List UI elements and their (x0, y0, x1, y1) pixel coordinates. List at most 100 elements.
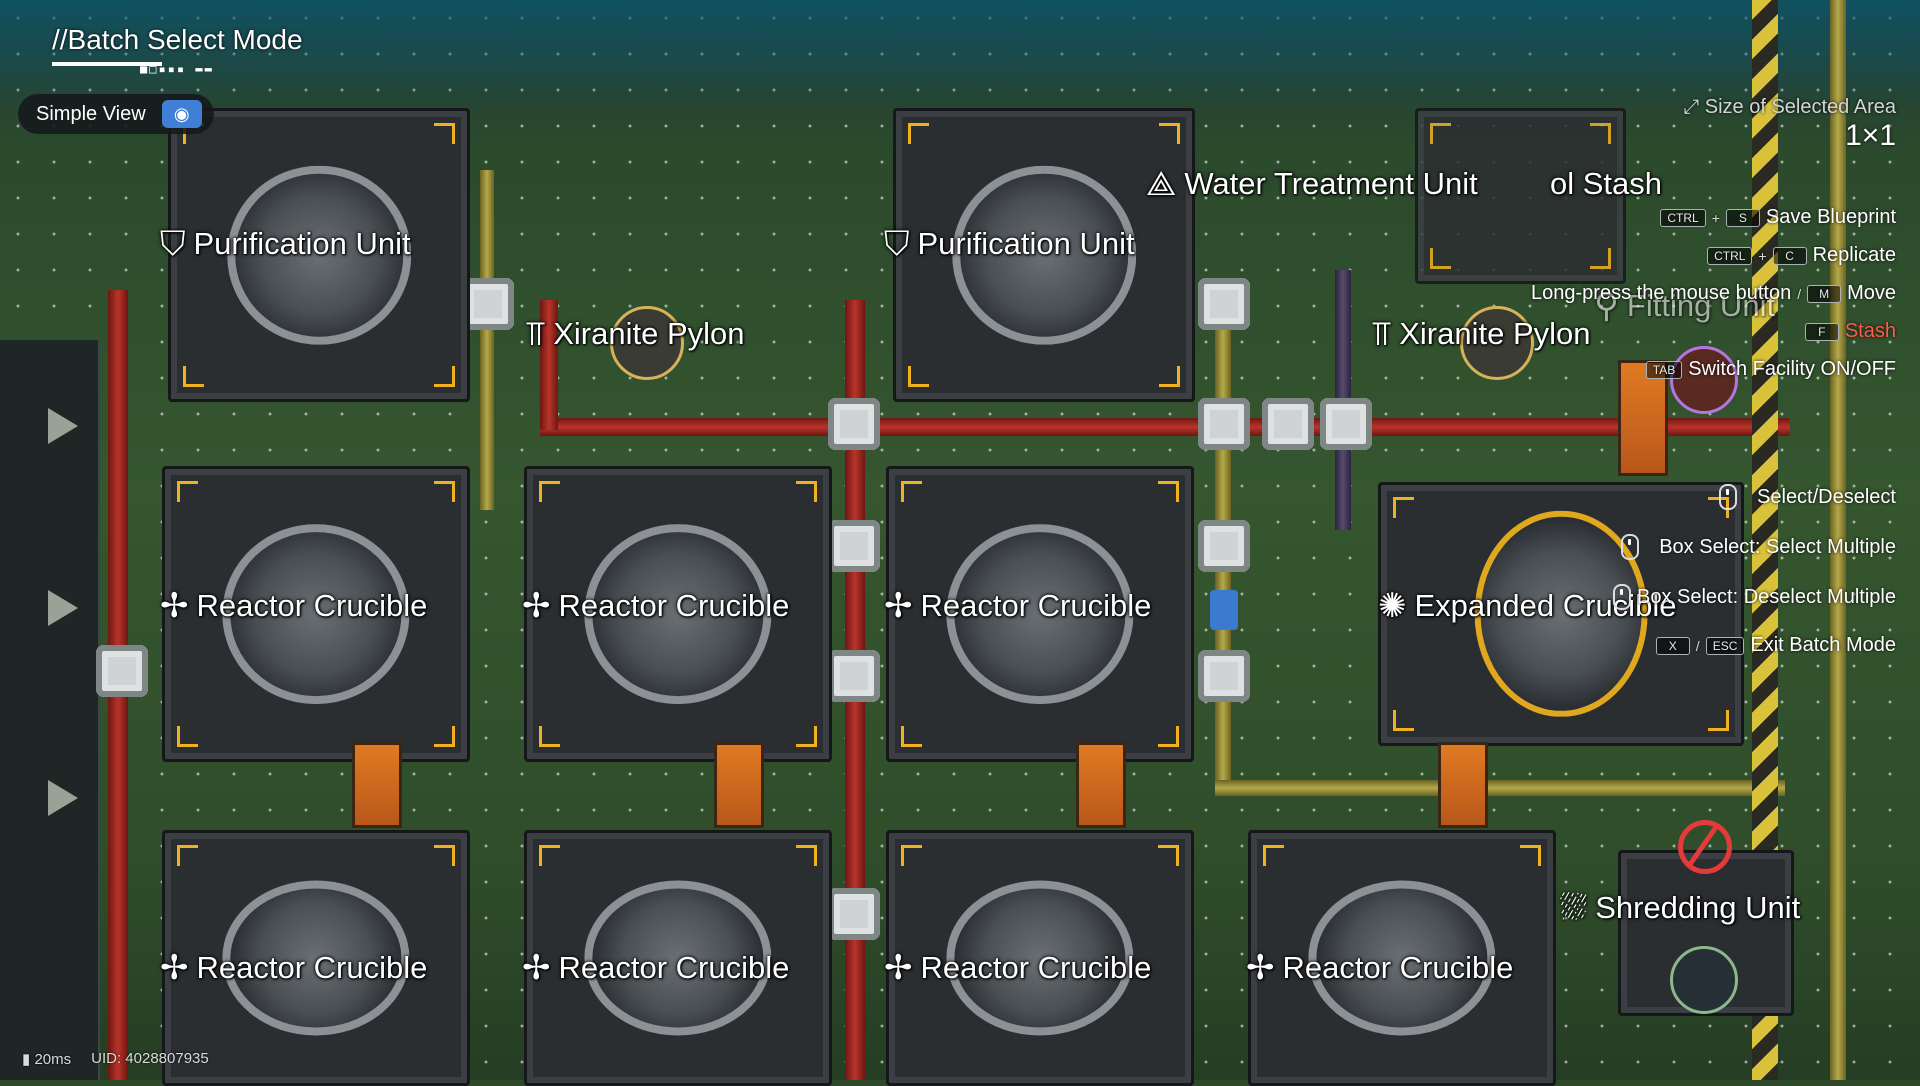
shortcut-select-deselect[interactable]: Select/Deselect (1719, 484, 1896, 510)
purification-unit-1[interactable] (168, 108, 470, 402)
purification-icon: ⛉ (160, 225, 186, 263)
output-porter[interactable] (1438, 742, 1488, 828)
latency-indicator: ▮ 20ms (22, 1051, 72, 1068)
water-treatment-icon: ⟁ (1146, 165, 1177, 203)
label-reactor-crucible-3: ✢ Reactor Crucible (884, 588, 1151, 624)
key-ctrl: CTRL (1660, 208, 1706, 227)
eye-off-icon: ◉ (161, 100, 202, 128)
reactor-crucible-4[interactable] (162, 830, 470, 1086)
pipe-junction[interactable] (1198, 398, 1250, 450)
output-porter[interactable] (352, 742, 402, 828)
pylon-icon: ⫪ (1372, 315, 1392, 353)
pipe-junction[interactable] (1198, 278, 1250, 330)
label-fitting-unit: ⚲ Fitting Unit (1594, 288, 1775, 324)
reactor-crucible-1[interactable] (162, 466, 470, 762)
box-select-label: Box Select: Select Multiple (1659, 535, 1896, 558)
pipe-junction[interactable] (828, 888, 880, 940)
key-m: M (1807, 284, 1842, 303)
reactor-crucible-name: Reactor Crucible (920, 588, 1152, 623)
pipe-junction[interactable] (1262, 398, 1314, 450)
pipe-junction[interactable] (828, 520, 880, 572)
output-porter[interactable] (1076, 742, 1126, 828)
selected-area-size: ⤢ Size of Selected Area 1×1 (1683, 96, 1896, 153)
key-tab: TAB (1645, 360, 1683, 379)
reactor-icon: ✢ (884, 587, 913, 625)
reactor-crucible-name: Reactor Crucible (1282, 950, 1514, 985)
label-reactor-crucible-5: ✢ Reactor Crucible (522, 950, 789, 986)
purification-unit-name: Purification Unit (193, 226, 411, 261)
label-purification-unit-1: ⛉ Purification Unit (160, 226, 411, 262)
reactor-crucible-name: Reactor Crucible (196, 588, 428, 623)
disabled-icon (1678, 820, 1732, 874)
status-bar: ▮ 20ms UID: 4028807935 (22, 1050, 209, 1068)
reactor-crucible-6[interactable] (886, 830, 1194, 1086)
reactor-icon: ✢ (522, 949, 551, 987)
pipe-junction[interactable] (96, 645, 148, 697)
mouse-right-drag-icon (1612, 584, 1631, 610)
fitting-icon: ⚲ (1594, 287, 1619, 325)
reactor-icon: ✢ (1246, 949, 1275, 987)
pipe-junction[interactable] (1198, 520, 1250, 572)
blue-valve (1210, 590, 1238, 630)
shortcut-switch-facility[interactable]: TAB Switch Facility ON/OFF (1645, 358, 1896, 381)
shredding-unit-name: Shredding Unit (1595, 890, 1801, 925)
reactor-icon: ✢ (160, 587, 189, 625)
fitting-unit-slot[interactable] (1670, 346, 1738, 414)
key-x: X (1655, 636, 1690, 655)
label-xiranite-pylon-1: ⫪ Xiranite Pylon (526, 316, 745, 352)
shortcut-stash[interactable]: F Stash (1804, 320, 1896, 343)
shredding-slot[interactable] (1670, 946, 1738, 1014)
key-ctrl: CTRL (1707, 246, 1753, 265)
switch-facility-label: Switch Facility ON/OFF (1688, 358, 1896, 380)
stash-overlay-name: ol Stash (1550, 166, 1663, 201)
mouse-left-icon (1719, 484, 1738, 510)
label-expanded-crucible: ✺ Expanded Crucible (1378, 588, 1676, 624)
shortcut-exit-batch[interactable]: X / ESC Exit Batch Mode (1655, 634, 1896, 657)
shortcut-replicate[interactable]: CTRL + C Replicate (1707, 244, 1896, 267)
exit-batch-label: Exit Batch Mode (1750, 634, 1896, 656)
uid-text: UID: 4028807935 (91, 1050, 209, 1067)
reactor-icon: ✢ (884, 949, 913, 987)
reactor-icon: ✢ (522, 587, 551, 625)
pipe-junction[interactable] (462, 278, 514, 330)
move-prefix: Long-press the mouse button (1531, 282, 1792, 304)
water-treatment-unit[interactable] (1415, 108, 1626, 284)
reactor-crucible-name: Reactor Crucible (196, 950, 428, 985)
red-pipe (540, 300, 558, 430)
label-reactor-crucible-2: ✢ Reactor Crucible (522, 588, 789, 624)
shortcut-save-blueprint[interactable]: CTRL + S Save Blueprint (1660, 206, 1896, 229)
shortcut-move[interactable]: Long-press the mouse button / M Move (1531, 282, 1896, 304)
reactor-crucible-name: Reactor Crucible (920, 950, 1152, 985)
reactor-crucible-7[interactable] (1248, 830, 1556, 1086)
yellow-pipe (480, 170, 494, 510)
selected-area-label: ⤢ Size of Selected Area (1683, 96, 1896, 118)
pipe-junction[interactable] (1320, 398, 1372, 450)
reactor-crucible-2[interactable] (524, 466, 832, 762)
xiranite-pylon-1[interactable] (610, 306, 684, 380)
pipe-junction[interactable] (828, 650, 880, 702)
select-deselect-label: Select/Deselect (1757, 485, 1896, 508)
label-purification-unit-2: ⛉ Purification Unit (884, 226, 1135, 262)
yellow-pipe (1215, 780, 1785, 796)
reactor-crucible-name: Reactor Crucible (558, 950, 790, 985)
input-porter[interactable] (1618, 360, 1668, 476)
signal-icon: ▮ (22, 1051, 31, 1068)
title-underline (52, 62, 162, 66)
pylon-icon: ⫪ (526, 315, 546, 353)
pipe-junction[interactable] (828, 398, 880, 450)
expand-icon: ⤢ (1683, 96, 1700, 118)
title-decoration: ■□▪▪▪ ▬▬ (140, 62, 214, 76)
shortcut-box-deselect[interactable]: Box Select: Deselect Multiple (1612, 584, 1896, 610)
reactor-crucible-3[interactable] (886, 466, 1194, 762)
output-porter[interactable] (714, 742, 764, 828)
expanded-crucible[interactable] (1378, 482, 1744, 746)
reactor-crucible-5[interactable] (524, 830, 832, 1086)
simple-view-toggle[interactable]: Simple View ◉ (18, 94, 214, 134)
purification-unit-2[interactable] (893, 108, 1195, 402)
shortcut-box-select[interactable]: Box Select: Select Multiple (1621, 534, 1896, 560)
xiranite-pylon-2[interactable] (1460, 306, 1534, 380)
red-pipe (540, 418, 1790, 436)
mouse-drag-icon (1621, 534, 1640, 560)
pipe-junction[interactable] (1198, 650, 1250, 702)
